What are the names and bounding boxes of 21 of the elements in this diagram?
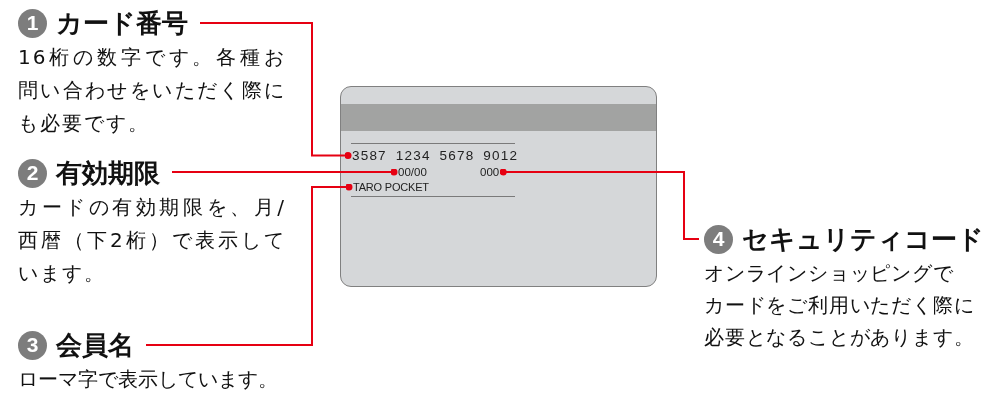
callout-description: ローマ字で表示しています。 [18,366,279,393]
card-illustration [340,86,657,287]
leader-line [145,183,353,346]
callout-heading: 有効期限 [56,157,160,189]
callout-number: 4 [704,224,733,254]
expiry-date: 00/00 [398,165,427,179]
callout-number: 3 [18,330,47,360]
callout-description: カードの有効期限を、月/西暦（下2桁）で表示しています。 [18,194,286,287]
callout-heading: カード番号 [56,7,188,39]
security-code: 000 [480,165,500,179]
leader-line [199,22,352,159]
callout-number: 2 [18,158,47,188]
leader-line [499,168,700,240]
callout-heading: セキュリティコード [742,223,984,255]
callout-heading: 会員名 [56,329,134,361]
callout-description: オンラインショッピングでカードをご利用いただく際に必要となることがあります。 [704,260,976,351]
callout-number: 1 [18,8,47,38]
cardholder-name: TARO POCKET [353,180,429,194]
callout-description: 16桁の数字です。各種お問い合わせをいただく際にも必要です。 [18,44,286,137]
card-number: 3587 1234 5678 9012 [352,148,519,163]
leader-line [171,168,398,176]
